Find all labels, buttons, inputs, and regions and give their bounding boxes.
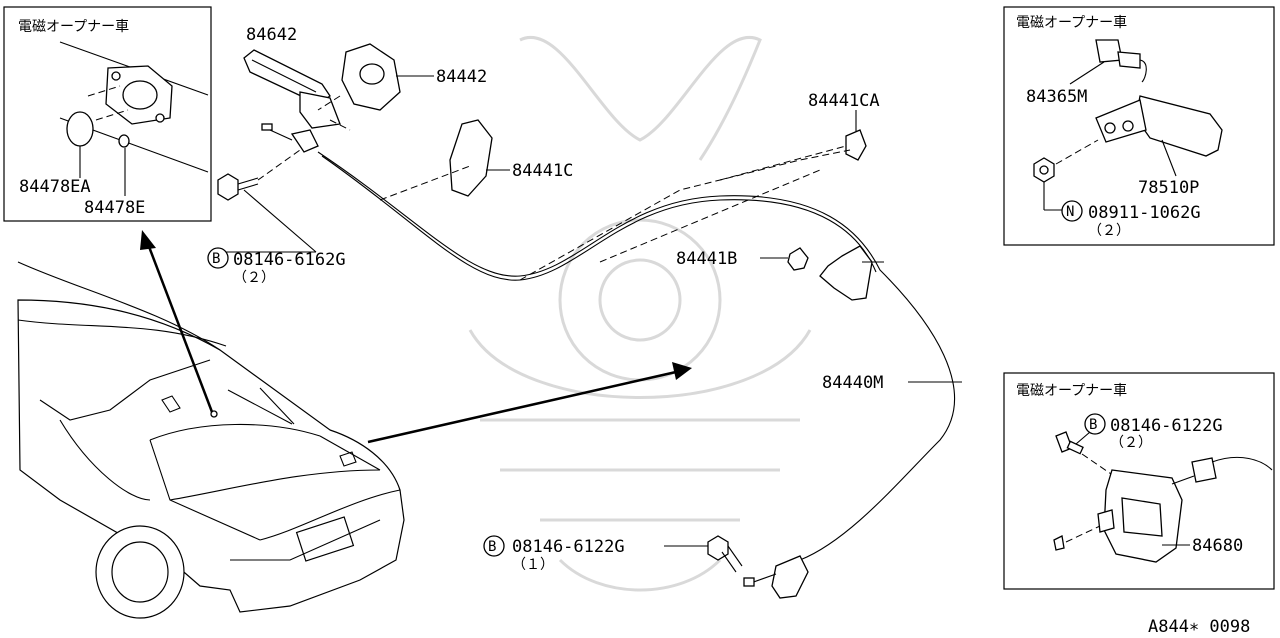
inset-header: 電磁オープナー車 <box>18 18 129 35</box>
catalog-code: A844∗ 0098 <box>1148 617 1250 637</box>
fastener-number: 08146-6162G <box>233 250 346 270</box>
inset-bottom-right: 電磁オープナー車 B 08146-6122G （２） 84680 <box>1003 372 1275 590</box>
fastener-quantity: （２） <box>1110 435 1152 451</box>
part-label-84642: 84642 <box>246 25 297 45</box>
fastener-circle-letter: B <box>212 251 220 267</box>
fastener-number: 08146-6122G <box>1110 416 1223 436</box>
vehicle-illustration <box>17 261 405 619</box>
fastener-quantity: （２） <box>1088 223 1130 239</box>
part-label-78510P: 78510P <box>1138 178 1199 198</box>
inset-top-left: 電磁オープナー車 84478EA 84478E <box>3 6 212 222</box>
inset-top-right: 電磁オープナー車 84365M 78510P N 08911-1062G （２） <box>1003 6 1275 246</box>
part-label-84365M: 84365M <box>1026 87 1087 107</box>
part-label-84478E: 84478E <box>84 198 145 218</box>
fastener-number: 08911-1062G <box>1088 203 1201 223</box>
fastener-quantity: （１） <box>512 557 554 573</box>
part-label-84478EA: 84478EA <box>19 177 91 197</box>
part-label-84441CA: 84441CA <box>808 91 880 111</box>
fastener-number: 08146-6122G <box>512 537 625 557</box>
inset-header: 電磁オープナー車 <box>1016 14 1127 31</box>
fastener-circle-letter: B <box>488 539 496 555</box>
part-label-84680: 84680 <box>1192 536 1243 556</box>
part-label-84441B: 84441B <box>676 249 737 269</box>
fastener-circle-letter: N <box>1066 204 1074 220</box>
part-label-84441C: 84441C <box>512 161 573 181</box>
part-label-84440M: 84440M <box>822 373 883 393</box>
main-assembly: 84642 84442 B 08146-6162G （２） 84441C 844… <box>207 25 962 599</box>
part-label-84442: 84442 <box>436 67 487 87</box>
callout-arrows <box>140 230 692 444</box>
fastener-circle-letter: B <box>1089 417 1097 433</box>
fastener-quantity: （２） <box>233 270 275 286</box>
inset-header: 電磁オープナー車 <box>1016 382 1127 399</box>
watermark-emblem <box>468 36 812 592</box>
